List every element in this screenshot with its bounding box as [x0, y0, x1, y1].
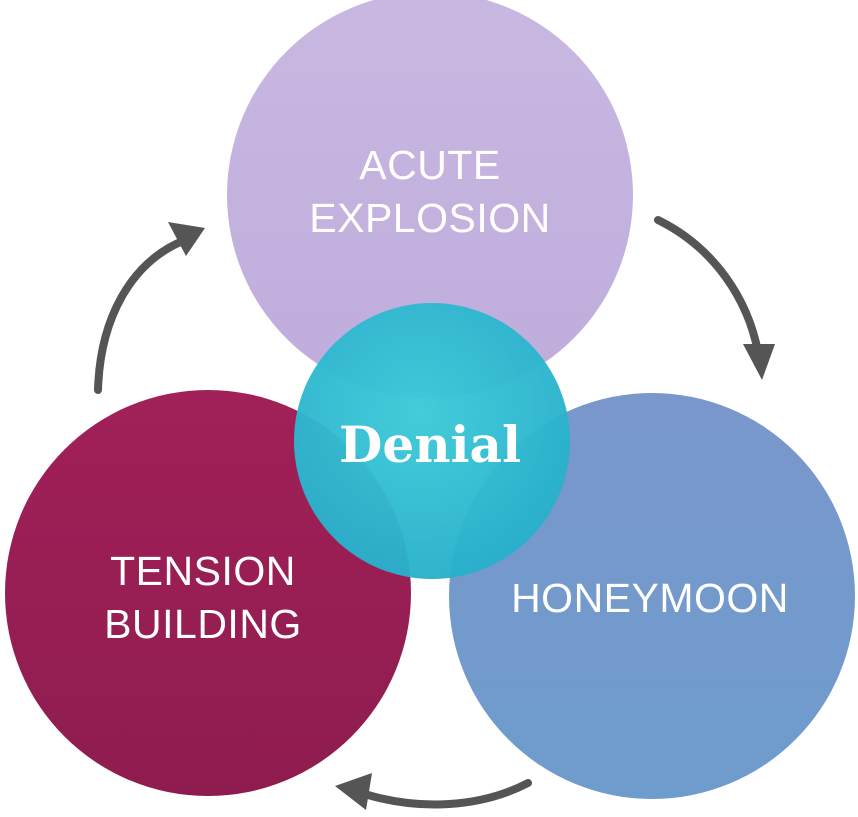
arrowhead-acute-icon [168, 222, 205, 256]
denial-circle [294, 303, 570, 579]
arrow-acute-to-honeymoon [654, 216, 762, 356]
stage-acute-explosion [227, 0, 633, 398]
arrow-honeymoon-to-tension [364, 779, 532, 809]
cycle-arrows [94, 216, 775, 810]
denial-label: Denial [339, 415, 521, 474]
arrowhead-honeymoon-icon [743, 344, 775, 380]
arrow-tension-to-acute [94, 236, 189, 394]
acute-explosion-circle [227, 0, 633, 398]
acute-label-line-2: EXPLOSION [309, 195, 550, 241]
tension-label-line-1: TENSION [110, 548, 296, 594]
honeymoon-label: HONEYMOON [511, 575, 789, 621]
tension-label-line-2: BUILDING [104, 601, 302, 647]
acute-label-line-1: ACUTE [359, 142, 500, 188]
arrowhead-tension-icon [335, 773, 372, 810]
